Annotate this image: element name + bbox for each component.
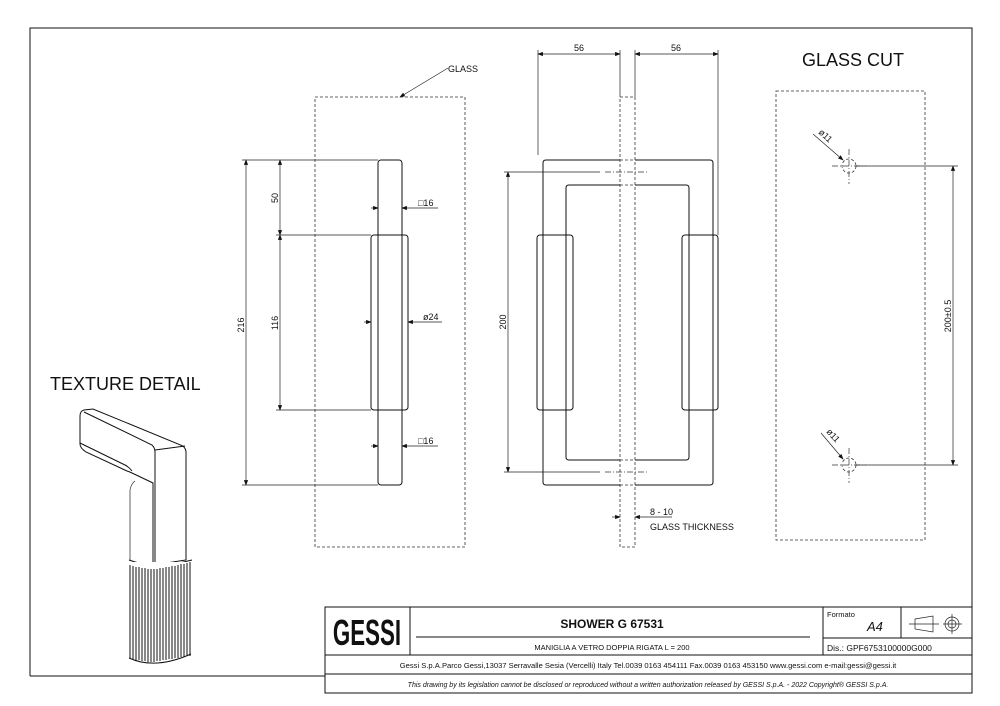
left-handle [542, 159, 620, 486]
dim-total: 216 [236, 317, 246, 332]
glass-cut-view: GLASS CUT 200±0.5 ø11 ø11 [775, 50, 958, 541]
hole-bottom-diameter: ø11 [825, 427, 842, 445]
glass-outline [314, 96, 466, 548]
glass-leader [399, 67, 449, 98]
dim-top: 50 [270, 193, 280, 203]
dim-grip: 116 [270, 316, 280, 330]
dim-square-top: □16 [418, 198, 433, 208]
gessi-logo: GESSI [333, 614, 401, 654]
glass-label: GLASS [448, 64, 478, 74]
hole-spacing: 200±0.5 [943, 300, 953, 332]
glass-thickness-label: GLASS THICKNESS [650, 522, 734, 532]
glass-thickness-value: 8 - 10 [650, 507, 673, 517]
copyright-disclaimer: This drawing by its legislation cannot b… [408, 681, 889, 689]
glass-cut-outline [775, 90, 926, 541]
right-grip [681, 234, 719, 411]
ribbed-texture [128, 562, 192, 664]
right-handle [635, 159, 714, 486]
glass-cut-title: GLASS CUT [802, 50, 904, 70]
handle-stem [377, 159, 403, 486]
dim-right-depth: 56 [671, 43, 681, 53]
texture-title: TEXTURE DETAIL [50, 374, 201, 394]
hole-top-diameter: ø11 [817, 127, 835, 144]
drawing-frame [29, 27, 973, 693]
format-value: A4 [866, 619, 883, 634]
dim-left-depth: 56 [574, 43, 584, 53]
side-view: GLASS 216 50 116 □16 ø24 □16 [236, 64, 478, 548]
title-block: GESSI SHOWER G 67531 MANIGLIA A VETRO DO… [324, 606, 973, 694]
format-label: Formato [827, 610, 855, 619]
texture-detail: TEXTURE DETAIL [50, 374, 201, 664]
projection-symbol-icon [909, 614, 962, 634]
product-name: SHOWER G 67531 [560, 617, 664, 631]
company-address: Gessi S.p.A.Parco Gessi,13037 Serravalle… [400, 661, 897, 670]
dim-square-bottom: □16 [418, 436, 433, 446]
dim-diameter: ø24 [423, 312, 439, 322]
glass-edge [619, 96, 636, 548]
product-description: MANIGLIA A VETRO DOPPIA RIGATA L = 200 [534, 643, 689, 652]
texture-handle-illustration [79, 408, 193, 664]
front-view: 56 56 200 8 - 10 GLASS THICKNESS [498, 43, 734, 548]
drawing-number: Dis.: GPF6753100000G000 [827, 643, 932, 653]
dim-center: 200 [498, 314, 508, 329]
left-grip [536, 234, 574, 411]
